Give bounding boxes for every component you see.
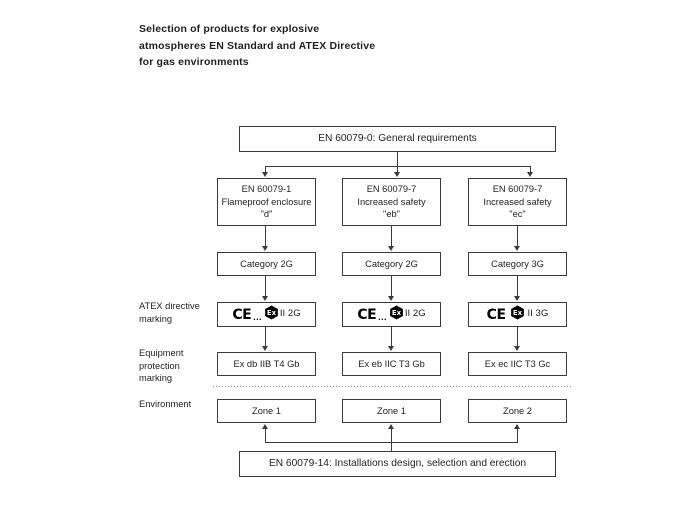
node-standard-1-label: EN 60079-1 Flameproof enclosure "d" xyxy=(221,184,312,220)
node-equipment-marking-1-label: Ex db IIB T4 Gb xyxy=(233,358,300,369)
page-title: Selection of products for explosive atmo… xyxy=(139,21,439,71)
ce-notified-body-dots-1: ... xyxy=(253,312,262,323)
arrow-branch-3 xyxy=(527,172,533,177)
atex-category-label-3: II 3G xyxy=(527,308,549,320)
node-standard-3[interactable]: EN 60079-7 Increased safety "ec" xyxy=(468,178,567,226)
arrow-std-cat-2 xyxy=(388,246,394,251)
arrow-bottom-2 xyxy=(388,424,394,429)
ce-mark-icon: CE xyxy=(486,306,506,323)
node-standard-3-label: EN 60079-7 Increased safety "ec" xyxy=(483,184,552,220)
node-category-2[interactable]: Category 2G xyxy=(342,252,441,276)
row-label-environment: Environment xyxy=(139,399,192,409)
ex-hexagon-icon: Ex xyxy=(389,305,404,323)
node-zone-2-label: Zone 1 xyxy=(377,405,406,416)
arrow-atex-eq-3 xyxy=(514,346,520,351)
node-standard-2-label: EN 60079-7 Increased safety "eb" xyxy=(357,184,426,220)
row-label-equipment-protection-marking: Equipment protection marking xyxy=(139,348,184,384)
connector-cat-atex-2 xyxy=(391,276,392,297)
connector-atex-eq-2 xyxy=(391,327,392,347)
node-zone-3[interactable]: Zone 2 xyxy=(468,399,567,423)
arrow-cat-atex-1 xyxy=(262,296,268,301)
connector-atex-eq-1 xyxy=(265,327,266,347)
atex-category-label-2: II 2G xyxy=(404,308,426,320)
connector-bottom-rise-3 xyxy=(517,429,518,442)
connector-cat-atex-3 xyxy=(517,276,518,297)
node-standard-2[interactable]: EN 60079-7 Increased safety "eb" xyxy=(342,178,441,226)
node-equipment-marking-3[interactable]: Ex ec IIC T3 Gc xyxy=(468,352,567,376)
node-category-3-label: Category 3G xyxy=(491,258,544,269)
connector-atex-eq-3 xyxy=(517,327,518,347)
connector-cat-atex-1 xyxy=(265,276,266,297)
ce-mark-icon: CE xyxy=(357,306,377,323)
connector-branch-drop-3 xyxy=(530,166,531,173)
connector-std-cat-3 xyxy=(517,226,518,247)
node-atex-marking-2[interactable]: CE ... Ex II 2G xyxy=(342,302,441,327)
node-atex-marking-1[interactable]: CE ... Ex II 2G xyxy=(217,302,316,327)
node-en-60079-14[interactable]: EN 60079-14: Installations design, selec… xyxy=(239,451,556,477)
node-zone-1-label: Zone 1 xyxy=(252,405,281,416)
arrow-bottom-3 xyxy=(514,424,520,429)
arrow-bottom-1 xyxy=(262,424,268,429)
node-en-60079-14-label: EN 60079-14: Installations design, selec… xyxy=(268,457,527,469)
node-zone-1[interactable]: Zone 1 xyxy=(217,399,316,423)
node-zone-3-label: Zone 2 xyxy=(503,405,532,416)
arrow-branch-1 xyxy=(262,172,268,177)
node-category-3[interactable]: Category 3G xyxy=(468,252,567,276)
svg-text:Ex: Ex xyxy=(512,309,522,317)
node-category-1-label: Category 2G xyxy=(240,258,293,269)
node-category-1[interactable]: Category 2G xyxy=(217,252,316,276)
row-label-atex-directive-marking: ATEX directive marking xyxy=(139,301,200,324)
svg-text:Ex: Ex xyxy=(267,309,277,317)
node-en-60079-0[interactable]: EN 60079-0: General requirements xyxy=(239,126,556,152)
connector-std-cat-1 xyxy=(265,226,266,247)
arrow-cat-atex-3 xyxy=(514,296,520,301)
connector-bottom-bus xyxy=(265,442,518,443)
node-standard-1[interactable]: EN 60079-1 Flameproof enclosure "d" xyxy=(217,178,316,226)
atex-category-label-1: II 2G xyxy=(279,308,301,320)
connector-bottom-rise-2 xyxy=(391,429,392,454)
connector-top-stem xyxy=(397,152,398,166)
node-equipment-marking-3-label: Ex ec IIC T3 Gc xyxy=(484,358,551,369)
node-equipment-marking-2-label: Ex eb IIC T3 Gb xyxy=(358,358,425,369)
node-en-60079-0-label: EN 60079-0: General requirements xyxy=(318,132,477,144)
svg-text:Ex: Ex xyxy=(392,309,402,317)
node-equipment-marking-2[interactable]: Ex eb IIC T3 Gb xyxy=(342,352,441,376)
node-zone-2[interactable]: Zone 1 xyxy=(342,399,441,423)
arrow-cat-atex-2 xyxy=(388,296,394,301)
ce-notified-body-dots-2: ... xyxy=(378,312,387,323)
arrow-atex-eq-2 xyxy=(388,346,394,351)
arrow-branch-2 xyxy=(394,172,400,177)
page-title-line-2: atmospheres EN Standard and ATEX Directi… xyxy=(139,39,376,52)
connector-branch-drop-1 xyxy=(265,166,266,173)
node-equipment-marking-1[interactable]: Ex db IIB T4 Gb xyxy=(217,352,316,376)
ce-mark-icon: CE xyxy=(232,306,252,323)
arrow-std-cat-1 xyxy=(262,246,268,251)
page-title-line-1: Selection of products for explosive xyxy=(139,23,320,35)
node-atex-marking-3[interactable]: CE Ex II 3G xyxy=(468,302,567,327)
arrow-std-cat-3 xyxy=(514,246,520,251)
environment-divider xyxy=(213,386,572,387)
ex-hexagon-icon: Ex xyxy=(264,305,279,323)
connector-std-cat-2 xyxy=(391,226,392,247)
arrow-atex-eq-1 xyxy=(262,346,268,351)
page-title-line-3: for gas environments xyxy=(139,56,249,68)
connector-branch-drop-2 xyxy=(397,166,398,173)
connector-bottom-rise-1 xyxy=(265,429,266,442)
node-category-2-label: Category 2G xyxy=(365,258,418,269)
ex-hexagon-icon: Ex xyxy=(510,305,525,323)
